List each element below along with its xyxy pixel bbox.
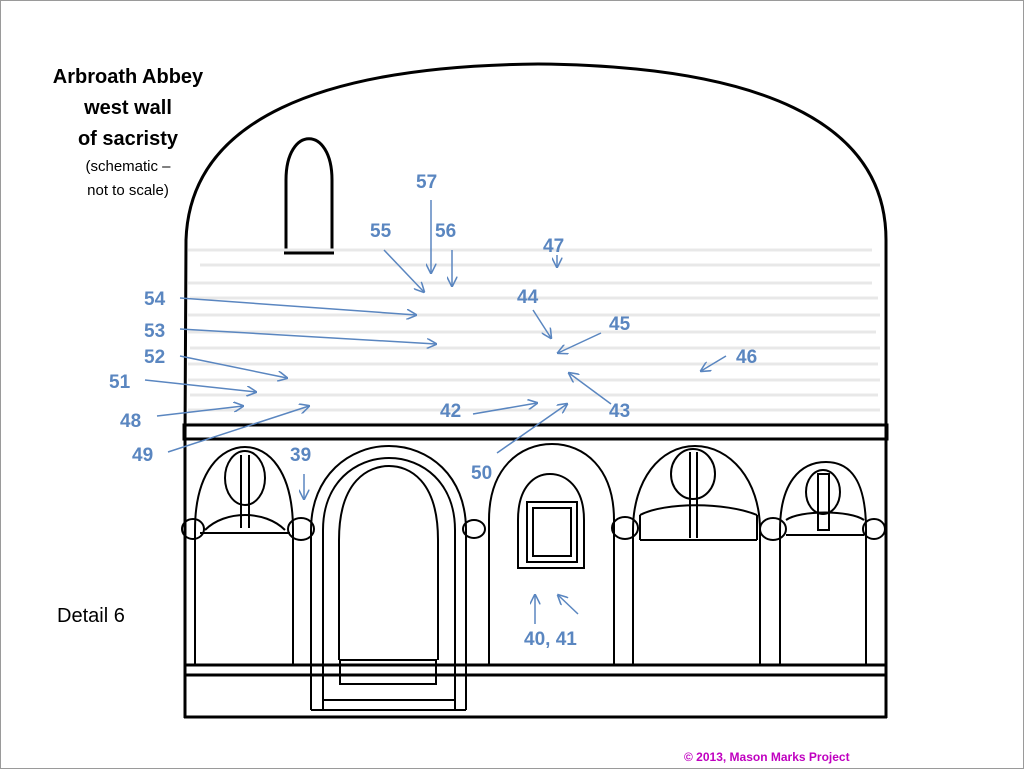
- marker-48: 48: [120, 411, 141, 432]
- marker-52: 52: [144, 347, 165, 368]
- marker-56: 56: [435, 221, 456, 242]
- marker-47: 47: [543, 236, 564, 257]
- doorway: [310, 444, 467, 711]
- marker-51: 51: [109, 372, 131, 393]
- marker-42: 42: [440, 401, 461, 422]
- marker-40-41: 40, 41: [524, 629, 577, 650]
- marker-57: 57: [416, 172, 437, 193]
- marker-49: 49: [132, 445, 153, 466]
- marker-45: 45: [609, 314, 631, 335]
- marker-39: 39: [290, 445, 311, 466]
- vault-arch: [183, 62, 888, 439]
- subtitle-line-1: (schematic –: [85, 158, 171, 175]
- door-step: [339, 659, 437, 685]
- title-line-1: Arbroath Abbey: [52, 66, 204, 88]
- masonry-courses: [188, 248, 882, 426]
- subtitle-line-2: not to scale): [87, 182, 169, 199]
- aumbry-recess: [526, 501, 578, 563]
- arcade-bay-5: [779, 460, 867, 665]
- diagram-title: Arbroath Abbey west wall of sacristy (sc…: [28, 62, 228, 203]
- detail-label: Detail 6: [57, 605, 125, 627]
- arcade-bay-1: [194, 445, 294, 665]
- string-course: [182, 423, 889, 441]
- marker-46: 46: [736, 347, 757, 368]
- title-line-2: west wall: [84, 97, 172, 119]
- upper-window: [284, 137, 334, 252]
- marker-53: 53: [144, 321, 165, 342]
- title-line-3: of sacristy: [77, 128, 179, 150]
- marker-54: 54: [144, 289, 166, 310]
- marker-55: 55: [370, 221, 392, 242]
- marker-43: 43: [609, 401, 630, 422]
- copyright-notice: © 2013, Mason Marks Project: [684, 750, 850, 764]
- arcade-bay-4: [632, 444, 761, 665]
- marker-44: 44: [517, 287, 539, 308]
- marker-50: 50: [471, 463, 492, 484]
- marker-arrows: [144, 200, 727, 624]
- aumbry-bay: [488, 442, 615, 665]
